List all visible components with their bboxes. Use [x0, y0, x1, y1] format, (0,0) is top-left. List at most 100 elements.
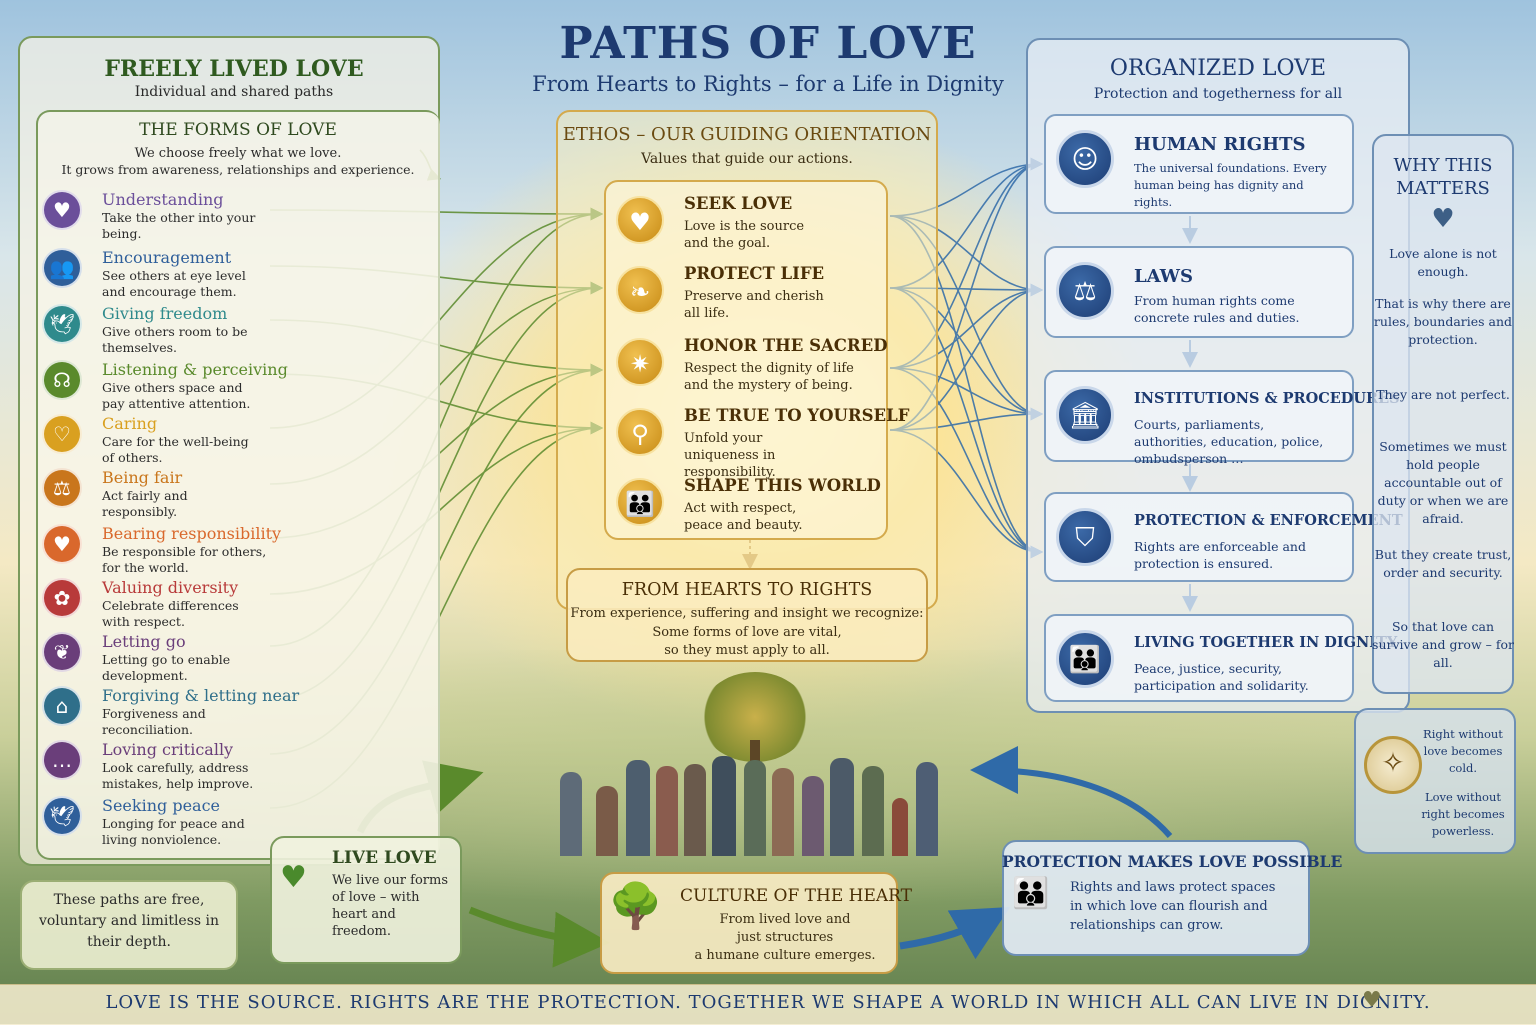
- ethos-value-label: PROTECT LIFE: [684, 264, 825, 283]
- hearts-line-1: From experience, suffering and insight w…: [570, 606, 924, 621]
- form-of-love-desc: Forgiveness and reconciliation.: [102, 706, 206, 737]
- form-of-love-desc: Act fairly and responsibly.: [102, 488, 188, 519]
- why-paragraph-2: That is why there are rules, boundaries …: [1373, 296, 1513, 347]
- compass-line-2: Love without right becomes powerless.: [1421, 790, 1505, 838]
- hearts-line-3: so they must apply to all.: [664, 643, 830, 658]
- organized-love-item: [1044, 114, 1354, 214]
- why-paragraph-5: But they create trust, order and securit…: [1374, 547, 1512, 580]
- ethos-value-desc: Love is the source and the goal.: [684, 219, 805, 251]
- scales-icon: ⚖: [1056, 262, 1114, 320]
- compass-line-1: Right without love becomes cold.: [1423, 727, 1503, 775]
- heart-icon: ♥: [1362, 988, 1382, 1013]
- bird-icon: 🕊: [42, 304, 82, 344]
- hearts-to-rights-box: [566, 568, 928, 662]
- person-icon: ⚲: [616, 408, 664, 456]
- form-of-love-label: Encouragement: [102, 248, 232, 267]
- why-title: WHY THIS MATTERS: [1393, 155, 1493, 199]
- culture-line-3: a humane culture emerges.: [694, 948, 876, 963]
- why-paragraph-4: Sometimes we must hold people accountabl…: [1377, 439, 1509, 526]
- hearts-line-2: Some forms of love are vital,: [652, 625, 842, 640]
- live-love-desc: We live our forms of love – with heart a…: [332, 873, 449, 939]
- why-this-matters-box: [1372, 134, 1514, 694]
- forms-intro-1: We choose freely what we love.: [134, 146, 342, 161]
- organized-love-label: PROTECTION & ENFORCEMENT: [1134, 512, 1403, 529]
- form-of-love-label: Listening & perceiving: [102, 360, 288, 379]
- people-heart-icon: 👪: [1012, 876, 1050, 911]
- form-of-love-label: Seeking peace: [102, 796, 221, 815]
- form-of-love-desc: Give others space and pay attentive atte…: [102, 380, 251, 411]
- form-of-love-label: Valuing diversity: [102, 578, 239, 597]
- organized-love-label: HUMAN RIGHTS: [1134, 134, 1306, 155]
- organized-love-desc: Courts, parliaments, authorities, educat…: [1134, 417, 1324, 466]
- star-icon: ✷: [616, 338, 664, 386]
- culture-line-1: From lived love and: [719, 912, 851, 927]
- culture-line-2: just structures: [736, 930, 834, 945]
- form-of-love-desc: Care for the well-being of others.: [102, 434, 249, 465]
- form-of-love-desc: Look carefully, address mistakes, help i…: [102, 760, 254, 791]
- live-love-box: [270, 836, 462, 964]
- heart-hands-icon: ♥: [42, 524, 82, 564]
- form-of-love-desc: Give others room to be themselves.: [102, 324, 248, 355]
- form-of-love-label: Bearing responsibility: [102, 524, 282, 543]
- scales-icon: ⚖: [42, 468, 82, 508]
- building-icon: 🏛: [1056, 386, 1114, 444]
- form-of-love-label: Giving freedom: [102, 304, 228, 323]
- free-note: These paths are free, voluntary and limi…: [38, 892, 220, 950]
- organized-love-label: LIVING TOGETHER IN DIGNITY: [1134, 634, 1398, 651]
- footer-text: LOVE IS THE SOURCE. RIGHTS ARE THE PROTE…: [105, 992, 1431, 1013]
- form-of-love-desc: See others at eye level and encourage th…: [102, 268, 246, 299]
- left-subtitle: Individual and shared paths: [134, 84, 334, 100]
- ethos-value-label: SEEK LOVE: [684, 194, 793, 213]
- shield-star-icon: ⛉: [1056, 508, 1114, 566]
- person-laurel-icon: ☺: [1056, 130, 1114, 188]
- page-subtitle: From Hearts to Rights – for a Life in Di…: [532, 72, 1004, 96]
- form-of-love-label: Forgiving & letting near: [102, 686, 300, 705]
- tree-icon: 🌳: [608, 881, 663, 932]
- form-of-love-label: Understanding: [102, 190, 224, 209]
- dove-icon: 🕊: [42, 796, 82, 836]
- heart-icon: ♥: [616, 196, 664, 244]
- why-paragraph-1: Love alone is not enough.: [1389, 246, 1497, 279]
- footer-bar: [0, 984, 1536, 1025]
- free-note-box: [20, 880, 238, 970]
- page-title: PATHS OF LOVE: [559, 18, 977, 69]
- protection-desc: Rights and laws protect spaces in which …: [1070, 880, 1276, 933]
- forms-title: THE FORMS OF LOVE: [139, 120, 337, 140]
- form-of-love-label: Being fair: [102, 468, 183, 487]
- flower-icon: ✿: [42, 578, 82, 618]
- forms-intro-2: It grows from awareness, relationships a…: [61, 162, 415, 177]
- ear-icon: ☊: [42, 360, 82, 400]
- right-subtitle: Protection and togetherness for all: [1093, 86, 1343, 102]
- culture-of-heart-box: [600, 872, 898, 974]
- organized-love-label: LAWS: [1134, 266, 1193, 287]
- organized-love-label: INSTITUTIONS & PROCEDURES: [1134, 390, 1400, 407]
- family-icon: 👪: [616, 478, 664, 526]
- ethos-value-desc: Unfold your uniqueness in responsibility…: [684, 431, 776, 480]
- ethos-value-label: SHAPE THIS WORLD: [684, 476, 881, 495]
- organized-love-desc: The universal foundations. Every human b…: [1134, 161, 1327, 209]
- ethos-value-label: BE TRUE TO YOURSELF: [684, 406, 910, 425]
- live-love-title: LIVE LOVE: [332, 848, 437, 868]
- left-title: FREELY LIVED LOVE: [104, 56, 364, 82]
- ethos-value-desc: Preserve and cherish all life.: [684, 289, 824, 321]
- form-of-love-label: Caring: [102, 414, 158, 433]
- hearts-title: FROM HEARTS TO RIGHTS: [621, 580, 873, 600]
- two-people-icon: 👥: [42, 248, 82, 288]
- speech-bubble-icon: …: [42, 740, 82, 780]
- form-of-love-desc: Celebrate differences with respect.: [102, 598, 239, 629]
- forms-of-love-panel: [36, 110, 440, 860]
- form-of-love-label: Loving critically: [102, 740, 234, 759]
- why-paragraph-6: So that love can survive and grow – for …: [1372, 619, 1514, 670]
- form-of-love-desc: Longing for peace and living nonviolence…: [102, 816, 245, 847]
- leaf-icon: ❧: [616, 266, 664, 314]
- form-of-love-desc: Take the other into your being.: [102, 210, 256, 241]
- people-holding-hands: [556, 752, 948, 856]
- hands-heart-icon: ♡: [42, 414, 82, 454]
- compass-icon: ✧: [1364, 736, 1422, 794]
- ethos-value-label: HONOR THE SACRED: [684, 336, 888, 355]
- form-of-love-label: Letting go: [102, 632, 186, 651]
- ethos-value-desc: Act with respect, peace and beauty.: [684, 501, 803, 533]
- sprout-icon: ❦: [42, 632, 82, 672]
- house-icon: ⌂: [42, 686, 82, 726]
- why-paragraph-3: They are not perfect.: [1376, 387, 1510, 402]
